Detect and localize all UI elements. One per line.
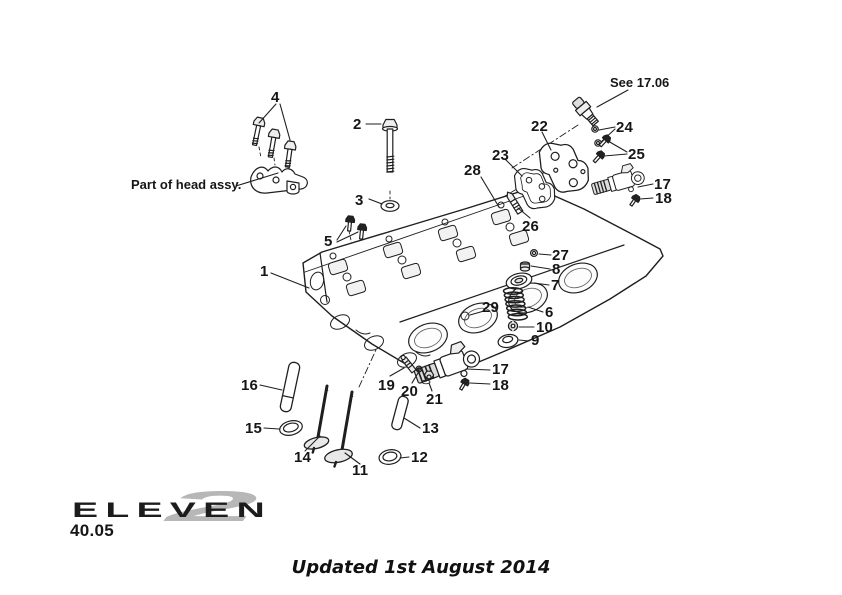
oring-20 — [415, 365, 423, 373]
bolt-18-upper — [629, 193, 641, 207]
callout-5: 5 — [324, 233, 333, 250]
seal-12 — [378, 449, 402, 465]
callout-19: 19 — [378, 377, 396, 394]
eleven-logo: 2 ELEVEN — [72, 483, 272, 531]
bolts-5 — [345, 215, 368, 240]
callout-12: 12 — [411, 449, 429, 466]
valve-guide-13 — [391, 395, 409, 431]
callout-8: 8 — [552, 261, 561, 278]
callout-21: 21 — [426, 391, 444, 408]
logo-numeral: 2 — [162, 483, 258, 531]
cylinder-head-drawing — [302, 190, 664, 377]
footer-updated-note: Updated 1st August 2014 — [291, 557, 551, 578]
callout-25: 25 — [628, 146, 646, 163]
valve-spring-6 — [502, 287, 529, 321]
callout-18-lower: 18 — [492, 377, 510, 394]
orings-24 — [591, 125, 602, 147]
callout-28: 28 — [464, 162, 482, 179]
callout-4: 4 — [271, 89, 280, 106]
page-number: 40.05 — [70, 521, 115, 540]
callout-17-lower: 17 — [492, 361, 510, 378]
callout-22: 22 — [531, 118, 549, 135]
circlip-27 — [529, 249, 538, 258]
callout-9: 9 — [531, 332, 540, 349]
cover-22 — [538, 142, 590, 193]
vvt-solenoid-17-upper — [591, 163, 645, 195]
callout-3: 3 — [355, 192, 364, 209]
callout-7: 7 — [551, 277, 560, 294]
valve-guide-16 — [279, 361, 301, 413]
callout-13: 13 — [422, 420, 440, 437]
callout-20: 20 — [401, 383, 419, 400]
valve-14 — [303, 384, 330, 454]
spring-seat-9 — [497, 333, 519, 349]
callout-26: 26 — [522, 218, 540, 235]
callout-24: 24 — [616, 119, 634, 136]
callout-29: 29 — [482, 299, 500, 316]
dowel-29 — [460, 311, 470, 321]
collets-10 — [507, 320, 519, 332]
camshaft-bracket-drawing — [250, 166, 308, 195]
nut-21 — [421, 370, 435, 385]
callout-10: 10 — [536, 319, 554, 336]
bolt-18-lower — [459, 377, 470, 391]
seal-15 — [279, 420, 303, 436]
camshaft-sensor-drawing — [572, 96, 599, 127]
washer-3 — [380, 200, 400, 212]
callout-1: 1 — [260, 263, 269, 280]
logo-wordmark: ELEVEN — [72, 499, 272, 523]
leader-lines — [235, 89, 654, 465]
stem-seal-7 — [505, 272, 533, 290]
annotation-see-ref: See 17.06 — [610, 75, 670, 90]
callout-17-upper: 17 — [654, 176, 672, 193]
callout-27: 27 — [552, 247, 570, 264]
seat-8 — [519, 261, 531, 272]
filter-26 — [506, 191, 524, 215]
bolts-25 — [592, 134, 612, 164]
stud-19 — [400, 354, 417, 374]
callout-18-upper: 18 — [655, 190, 673, 207]
bolts-4 — [251, 116, 297, 168]
callout-2: 2 — [353, 116, 362, 133]
callout-6: 6 — [545, 304, 554, 321]
gasket-23 — [513, 167, 556, 210]
callout-14: 14 — [294, 449, 312, 466]
callout-11: 11 — [352, 462, 369, 479]
callout-23: 23 — [492, 147, 510, 164]
bolt-2 — [381, 118, 399, 173]
callout-15: 15 — [245, 420, 263, 437]
annotation-head-assy: Part of head assy. — [131, 177, 242, 192]
callout-16: 16 — [241, 377, 259, 394]
